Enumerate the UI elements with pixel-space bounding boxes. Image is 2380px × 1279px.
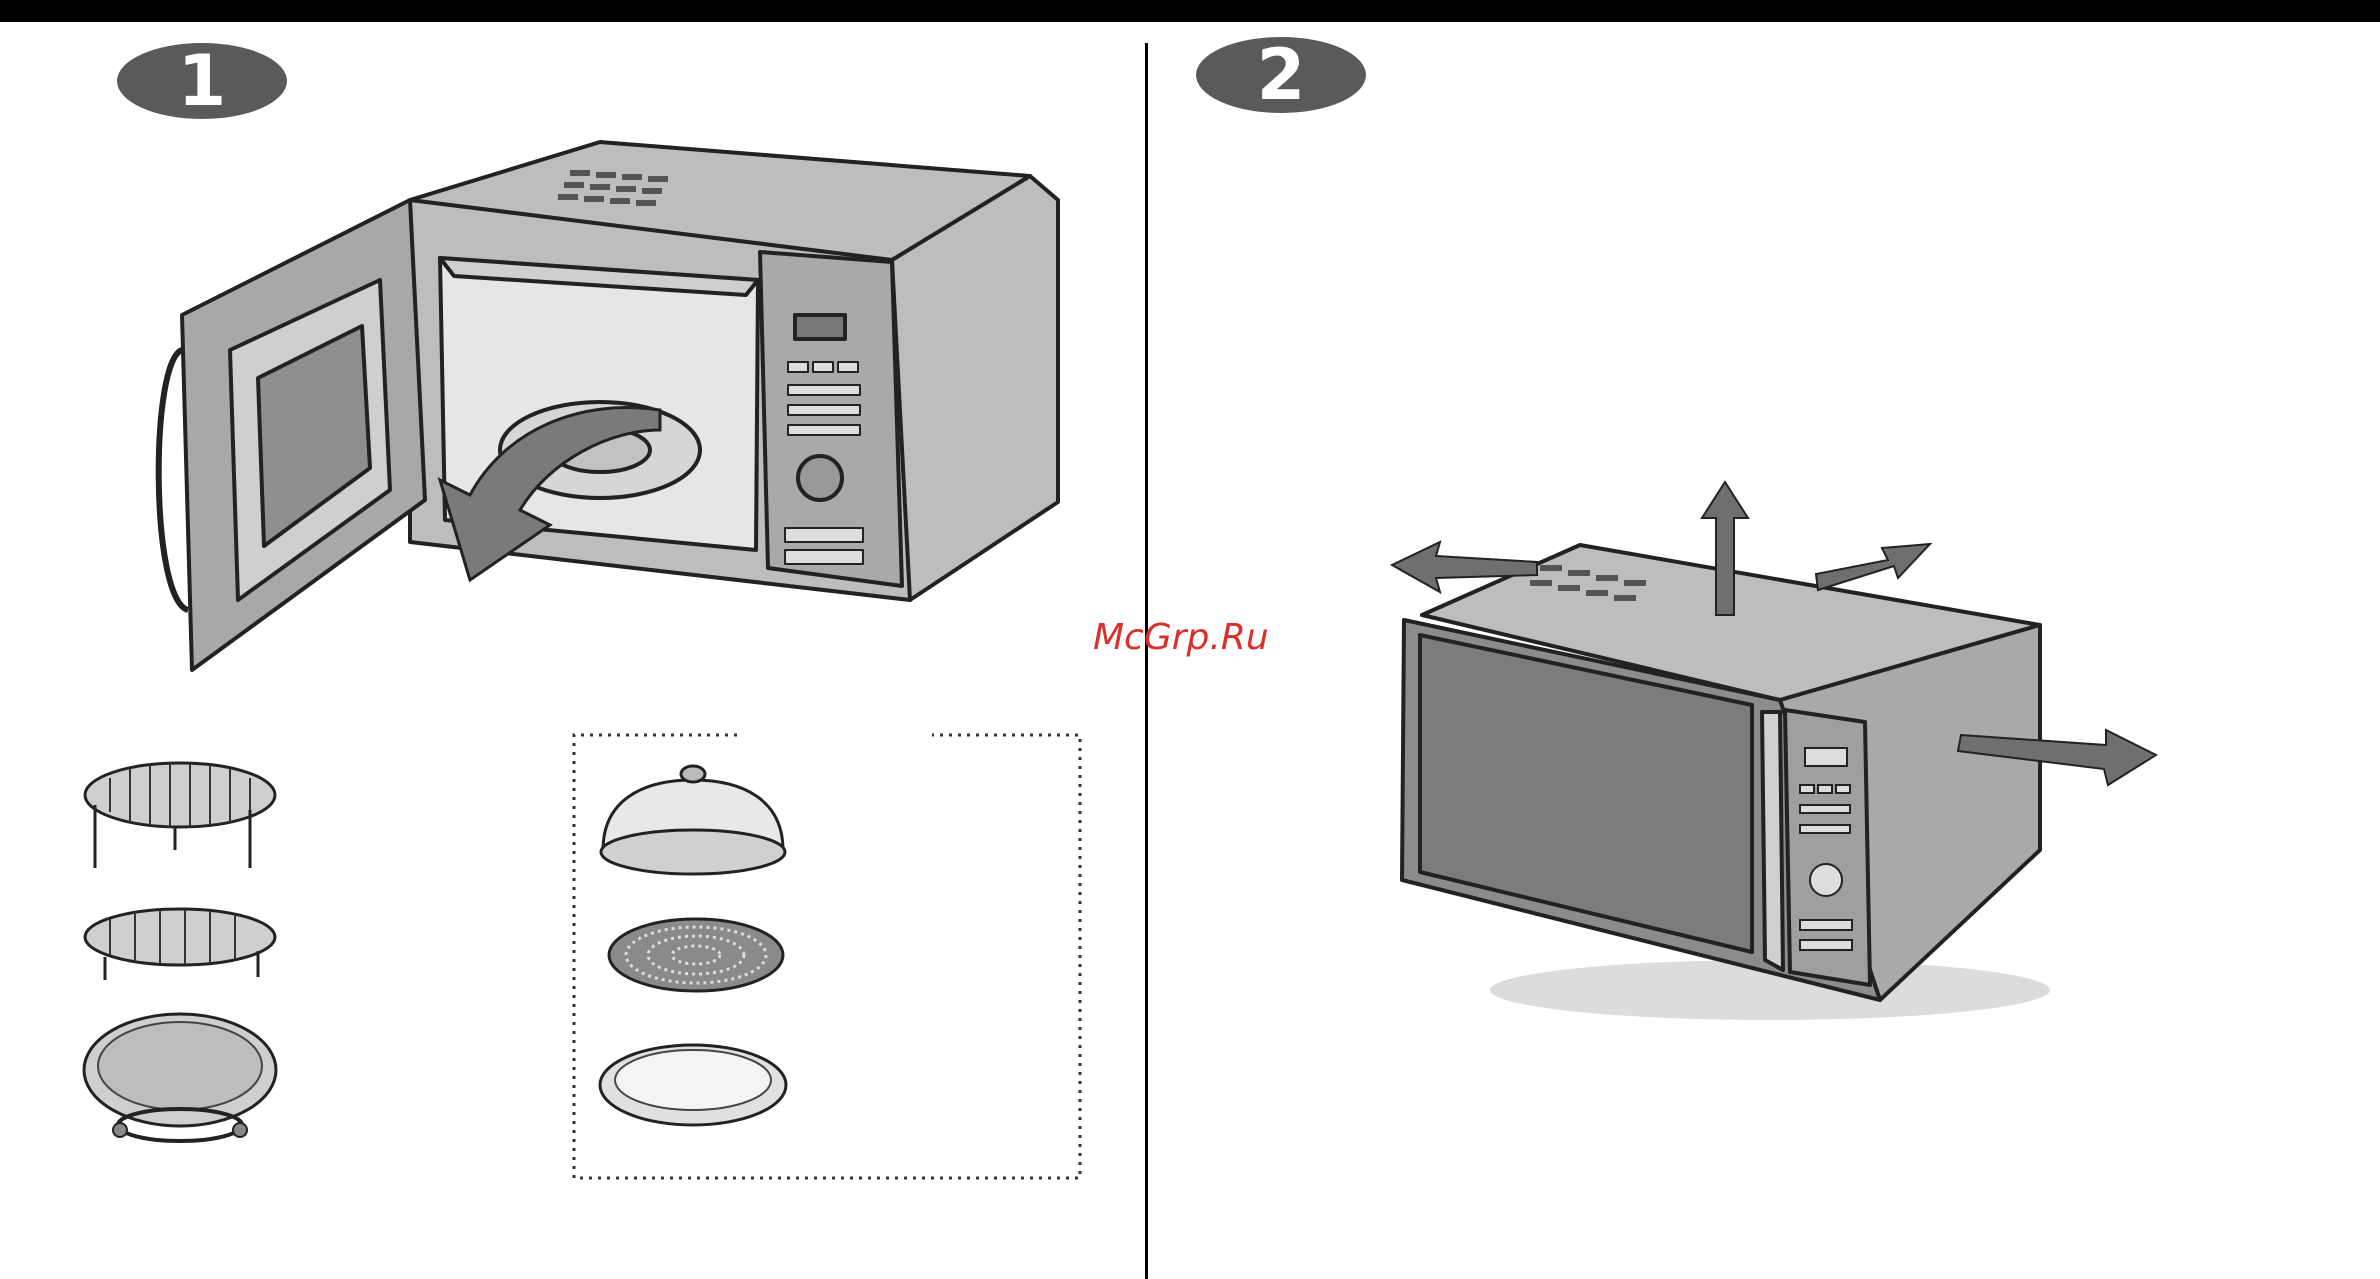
top-bar: [0, 0, 2380, 22]
step-1-badge: 1: [117, 43, 287, 119]
low-rack-icon: [80, 905, 280, 985]
turntable-roller-ring-icon: [80, 1010, 280, 1150]
right-arrow-icon: [1956, 725, 2161, 790]
high-rack-icon: [80, 760, 280, 880]
baking-tray-icon: [596, 1040, 791, 1130]
up-arrow-icon: [1700, 480, 1750, 620]
back-arrow-icon: [1808, 530, 1933, 600]
dome-cover-icon: [598, 760, 788, 880]
step-2-badge: 2: [1196, 37, 1366, 113]
crisp-plate-icon: [606, 915, 786, 995]
page-divider: [1145, 43, 1148, 1279]
open-microwave-icon: [140, 130, 1080, 690]
watermark: McGrp.Ru: [1093, 617, 1269, 658]
left-arrow-icon: [1392, 540, 1542, 595]
